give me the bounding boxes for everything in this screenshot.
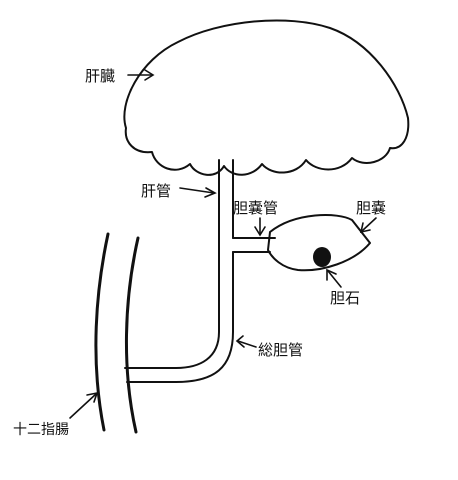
liver-arrow — [127, 69, 155, 81]
gallstone-arrow — [326, 268, 342, 288]
cystic-duct-label: 胆嚢管 — [233, 199, 278, 217]
liver-shape — [123, 19, 410, 176]
gallstone-shape — [313, 247, 331, 267]
hepatic-duct-label: 肝管 — [141, 182, 171, 200]
gallstone-label: 胆石 — [330, 289, 360, 307]
duodenum-inner-wall — [124, 236, 140, 434]
common-bile-duct-inner — [126, 159, 234, 383]
cystic-duct-arrow — [254, 217, 266, 237]
common-bile-duct-outer — [124, 159, 220, 369]
duodenum-label: 十二指腸 — [13, 422, 69, 438]
liver-label: 肝臓 — [85, 67, 115, 85]
hepatic-duct-arrow — [179, 187, 217, 198]
gallbladder-arrow — [359, 217, 377, 234]
common-bile-duct-label: 総胆管 — [258, 341, 303, 359]
gallbladder-shape — [267, 214, 371, 272]
duodenum-arrow — [69, 391, 99, 419]
duodenum-outer-wall — [94, 232, 110, 432]
gallbladder-label: 胆嚢 — [356, 199, 386, 217]
common-bile-duct-arrow — [235, 335, 257, 348]
cystic-duct — [232, 237, 276, 253]
